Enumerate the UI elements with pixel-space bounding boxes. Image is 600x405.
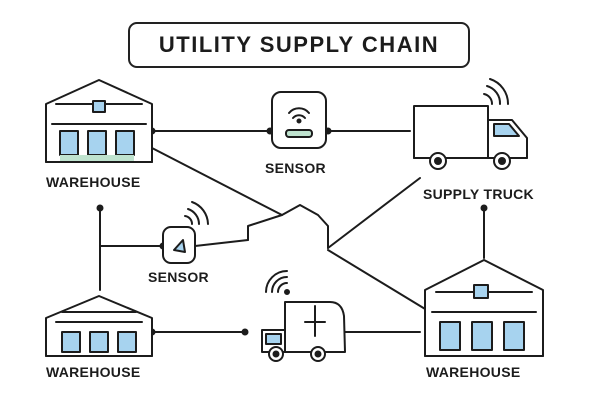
title-box: UTILITY SUPPLY CHAIN — [128, 22, 470, 68]
link-dot — [96, 204, 104, 212]
sensor-label: SENSOR — [265, 160, 326, 176]
warehouse-icon — [45, 79, 153, 163]
van-icon — [261, 270, 346, 362]
supply-truck-label: SUPPLY TRUCK — [423, 186, 534, 202]
sensor-icon — [162, 201, 209, 264]
link-dot — [241, 328, 249, 336]
warehouse-label: WAREHOUSE — [46, 174, 141, 190]
warehouse-label: WAREHOUSE — [46, 364, 141, 380]
warehouse-icon — [45, 295, 153, 357]
link-hub-ridge — [247, 204, 329, 249]
warehouse-icon — [424, 259, 544, 357]
link-hub-to-truck — [327, 177, 421, 249]
link-sensor-mid-to-hub — [194, 239, 249, 247]
link-hub-to-warehouse-right — [327, 249, 436, 316]
truck-icon — [413, 78, 528, 170]
link-warehouse-to-hub — [151, 147, 283, 216]
warehouse-label: WAREHOUSE — [426, 364, 521, 380]
connectors — [96, 127, 488, 336]
link-dot — [480, 204, 488, 212]
sensor-icon — [271, 91, 327, 149]
diagram-title: UTILITY SUPPLY CHAIN — [158, 32, 440, 57]
sensor-label: SENSOR — [148, 269, 209, 285]
